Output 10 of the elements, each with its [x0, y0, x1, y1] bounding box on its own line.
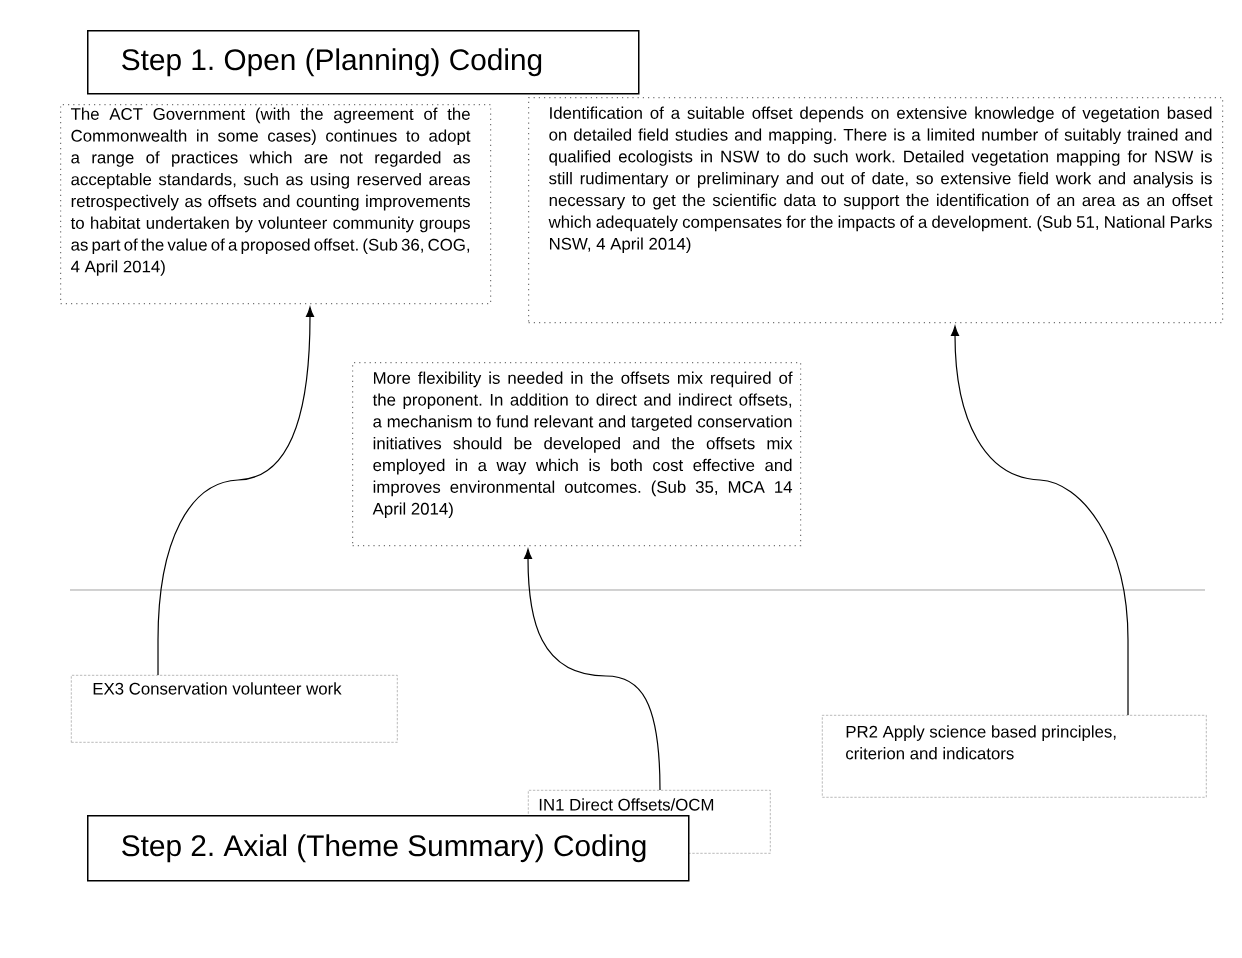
curved-arrow: [157, 306, 315, 676]
step-heading-box: Step 1. Open (Planning) Coding: [87, 30, 640, 95]
quote-box: Identification of a suitable offset depends on extensive knowledge of vegetation based on detailed field studies and mapping. There is a limited number of suitably trained and qualified ecologists in NSW to do such work. Detailed vegetation mapping for NSW is still rudimentary or preliminary and out of date, so extensive field work and analysis is necessary to get the scientific data to support the identification of an area as an offset which adequately compensates for the impacts of a development. (Sub 51, National Parks NSW, 4 April 2014): [528, 97, 1224, 324]
code-box: PR2 Apply science based principles, criterion and indicators: [822, 715, 1207, 798]
code-box: EX3 Conservation volunteer work: [71, 675, 398, 743]
curved-arrow: [950, 325, 1129, 716]
quote-box: The ACT Government (with the agreement of the Commonwealth in some cases) continues to adopt a range of practices which are not regarded as acceptable standards, such as using reserved areas retrospectively as offsets and counting improvements to habitat undertaken by volunteer community groups as part of the value of a proposed offset. (Sub 36, COG, 4 April 2014): [60, 104, 492, 305]
quote-box: More flexibility is needed in the offsets mix required of the proponent. In addition to direct and indirect offsets, a mechanism to fund relevant and targeted conservation initiatives should be developed and the offsets mix employed in a way which is both cost effective and improves environmental outcomes. (Sub 35, MCA 14 April 2014): [352, 362, 802, 547]
curved-arrow: [523, 548, 661, 791]
step-heading-box: Step 2. Axial (Theme Summary) Coding: [87, 815, 690, 882]
